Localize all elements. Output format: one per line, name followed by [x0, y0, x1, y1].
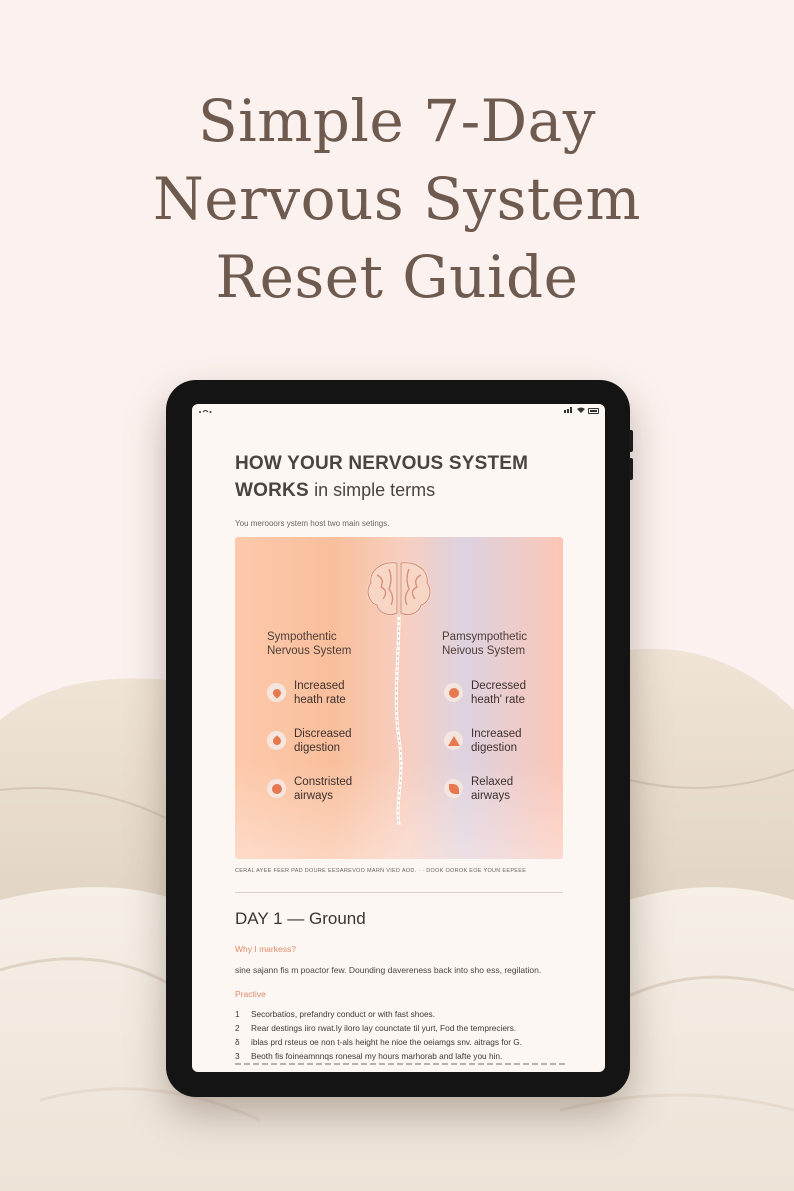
diagram-caption: CERAL AYEE FEER PAD DOURE EESAREVOO MARN…	[235, 868, 527, 874]
day-title: DAY 1 — Ground	[235, 909, 366, 928]
cut-off-text-line	[235, 1063, 565, 1065]
page-headline: Simple 7-Day Nervous System Reset Guide	[0, 82, 794, 316]
stomach-icon	[444, 731, 463, 750]
battery-icon	[588, 408, 599, 414]
nervous-system-diagram: Sympothentic Nervous System Pamsympothet…	[235, 537, 563, 859]
headline-line-2: Nervous System	[153, 165, 641, 233]
tablet-power-button	[629, 458, 633, 480]
headline-line-1: Simple 7-Day	[197, 87, 597, 155]
section-title: HOW YOUR NERVOUS SYSTEM WORKS in simple …	[235, 451, 595, 504]
section-title-bold-2: WORKS	[235, 480, 309, 501]
tablet-volume-button	[629, 430, 633, 452]
divider	[235, 892, 563, 893]
stomach-icon	[267, 731, 286, 750]
pillow-right	[630, 648, 794, 960]
why-label: Why I markess?	[235, 944, 296, 954]
section-title-bold: HOW YOUR NERVOUS SYSTEM	[235, 453, 529, 474]
lungs-icon	[444, 779, 463, 798]
signal-icon	[564, 407, 574, 415]
lungs-icon	[267, 779, 286, 798]
parasympathetic-title: Pamsympothetic Neivous System	[442, 631, 528, 657]
section-intro: You merooors ystem host two main setings…	[235, 519, 390, 528]
sympathetic-title: Sympothentic Nervous System	[267, 631, 352, 657]
brain-spine-icon	[367, 561, 431, 826]
heart-icon	[444, 683, 463, 702]
practice-label: Practive	[235, 989, 266, 999]
tablet-screen[interactable]: HOW YOUR NERVOUS SYSTEM WORKS in simple …	[192, 404, 605, 1072]
headline-line-3: Reset Guide	[215, 243, 579, 311]
wifi-icon	[198, 408, 212, 417]
wifi-icon	[577, 407, 585, 415]
why-body: sine sajann fis m poactor few. Dounding …	[235, 965, 542, 975]
section-title-rest: in simple terms	[314, 480, 436, 500]
pillow-left	[0, 678, 170, 954]
heart-icon	[267, 683, 286, 702]
status-bar	[192, 406, 605, 418]
